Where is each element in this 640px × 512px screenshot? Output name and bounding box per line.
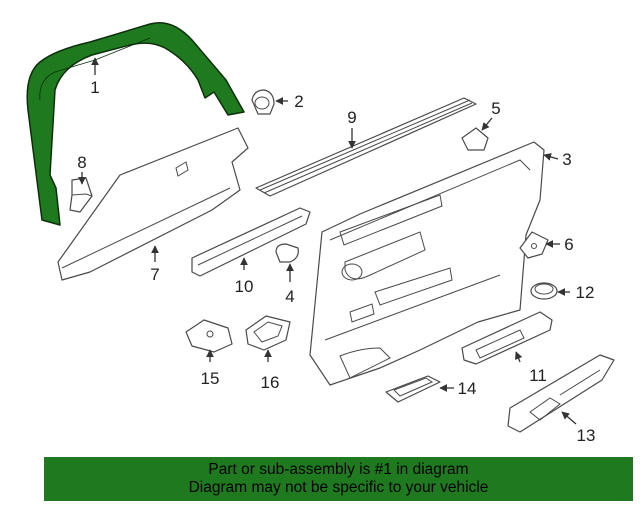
part-1-weatherstrip[interactable] [26, 22, 245, 226]
callout-6: 6 [564, 235, 573, 254]
info-banner: Part or sub-assembly is #1 in diagram Di… [44, 457, 633, 501]
callout-7: 7 [150, 265, 159, 284]
part-9-strip[interactable] [255, 97, 477, 197]
banner-line-2: Diagram may not be specific to your vehi… [188, 479, 489, 496]
part-7-garnish[interactable] [57, 127, 249, 281]
callout-9: 9 [347, 108, 356, 127]
callout-4: 4 [285, 287, 294, 306]
part-8-clip[interactable] [69, 177, 93, 213]
callout-2: 2 [294, 92, 303, 111]
part-14-pad[interactable] [385, 375, 441, 403]
leader-13 [561, 411, 577, 425]
callout-16: 16 [261, 373, 280, 392]
callout-labels: 1 2 3 4 5 6 7 8 9 10 11 12 13 14 15 16 [77, 78, 595, 445]
leader-11 [514, 351, 523, 363]
part-2-grommet[interactable] [251, 89, 275, 115]
part-16-switch[interactable] [245, 315, 291, 351]
callout-8: 8 [77, 153, 86, 172]
callout-15: 15 [201, 369, 220, 388]
part-11-bezel[interactable] [461, 311, 553, 365]
callout-14: 14 [458, 379, 477, 398]
callout-12: 12 [576, 283, 595, 302]
part-6-bracket[interactable] [519, 231, 549, 259]
part-4-pushclip[interactable] [275, 243, 299, 263]
callout-10: 10 [235, 277, 254, 296]
leader-3 [543, 153, 559, 161]
part-10-trim[interactable] [191, 207, 311, 277]
leader-5 [481, 117, 493, 131]
part-5-clip[interactable] [461, 127, 489, 151]
callout-1: 1 [90, 78, 99, 97]
part-3-door-panel[interactable] [309, 141, 545, 386]
leader-lines [78, 57, 577, 425]
callout-5: 5 [491, 99, 500, 118]
callout-11: 11 [529, 366, 547, 385]
banner-line-1: Part or sub-assembly is #1 in diagram [208, 461, 469, 478]
callout-13: 13 [577, 426, 596, 445]
part-12-cap[interactable] [530, 282, 558, 300]
part-15-bracket[interactable] [185, 319, 233, 353]
part-13-handle[interactable] [507, 354, 615, 433]
callout-3: 3 [562, 150, 571, 169]
parts-diagram: 1 2 3 4 5 6 7 8 9 10 11 12 13 14 15 16 [26, 22, 615, 445]
